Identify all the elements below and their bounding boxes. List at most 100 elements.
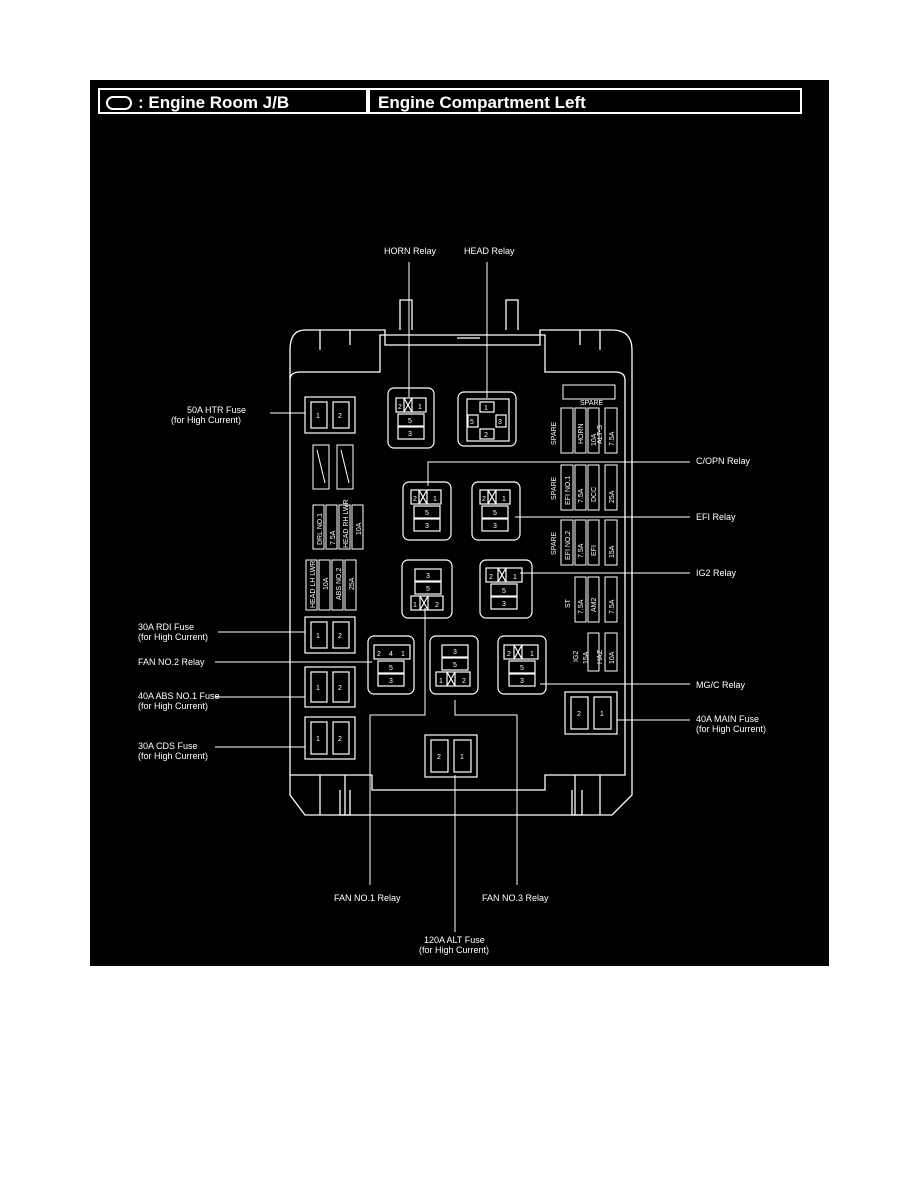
pin-label: 1 [513,574,517,581]
fuse-label-am2: AM2 [591,598,598,613]
pin-label: 2 [435,602,439,609]
label-abs1-note: (for High Current) [138,701,208,711]
label-alt-fuse: 120A ALT Fuse [424,935,485,945]
rdi-fuse [304,616,356,654]
pin-label: 1 [502,496,506,503]
pin-label: 1 [530,651,534,658]
label-rdi-note: (for High Current) [138,632,208,642]
label-alt-note: (for High Current) [419,945,489,955]
label-htr-fuse: 50A HTR Fuse [187,405,246,415]
small-fuse-slot [312,444,330,490]
label-copn-relay: C/OPN Relay [696,456,751,466]
abs2-fuse-slot [331,559,344,611]
fan2-relay [367,635,415,695]
pin-label: 1 [418,404,422,411]
pin-label: 1 [413,602,417,609]
pin-label: 1 [316,633,320,640]
fuse-label-10a: 10A [609,651,616,664]
label-ig2-relay: IG2 Relay [696,568,737,578]
horn-relay [387,387,435,449]
fuse-label-alt-s: ALT-S [597,425,604,444]
pin-label: 1 [401,651,405,658]
pin-label: 5 [426,586,430,593]
label-htr-note: (for High Current) [171,415,241,425]
pin-label: 2 [507,651,511,658]
pin-label: 3 [520,678,524,685]
head-lh-fuse-slot [318,559,331,611]
pin-label: 3 [426,573,430,580]
fuse-label-efi2: EFI NO.2 [565,531,572,560]
fuse-label-ig2: IG2 [573,651,580,662]
fuse-label-haz: HAZ [597,649,604,664]
abs2-fuse-slot [344,559,357,611]
pin-label: 1 [316,685,320,692]
fuse-label-head-rh: HEAD RH LWR [343,500,350,548]
fuse-label-15a: 15A [583,651,590,664]
pin-label: 1 [484,405,488,412]
pin-label: 1 [460,754,464,761]
fuse-label-spare: SPARE [580,400,604,407]
head-rh-fuse-slot [351,504,364,550]
pin-label: 5 [408,418,412,425]
top-tab [399,299,413,330]
abs1-fuse [304,666,356,708]
fuse-label-efi: EFI [591,545,598,556]
pin-label: 2 [489,574,493,581]
fan3-relay [429,635,479,695]
pin-label: 2 [338,633,342,640]
label-fan1-relay: FAN NO.1 Relay [334,893,401,903]
fuse-label-25a: 25A [349,577,356,590]
pin-label: 1 [433,496,437,503]
fuse-label-75a: 7.5A [578,488,585,503]
pin-label: 3 [498,419,502,426]
small-fuse-slot [336,444,354,490]
efi-relay [471,481,521,541]
pin-label: 2 [482,496,486,503]
housing-ribs [319,330,601,350]
pin-label: 3 [425,523,429,530]
spare-fuse-slot [562,384,616,400]
fuse-label-75a: 7.5A [330,530,337,545]
pin-label: 1 [439,678,443,685]
fuse-label-spare: SPARE [551,476,558,500]
pin-label: 2 [398,404,402,411]
header-left: : Engine Room J/B [98,88,368,114]
fuse-label-75a: 7.5A [609,599,616,614]
fuse-label-horn: HORN [578,423,585,444]
fuse-label-10a: 10A [591,433,598,446]
copn-relay [402,481,452,541]
bottom-feet [339,790,583,816]
label-cds-fuse: 30A CDS Fuse [138,741,198,751]
label-head-relay: HEAD Relay [464,246,515,256]
ig2-relay [479,559,533,619]
fuse-label-spare: SPARE [551,531,558,555]
pin-label: 3 [493,523,497,530]
housing-inner [289,334,626,791]
label-fan3-relay: FAN NO.3 Relay [482,893,549,903]
label-horn-relay: HORN Relay [384,246,437,256]
pin-label: 2 [338,736,342,743]
head-lh-fuse-slot [305,559,318,611]
pin-label: 3 [408,431,412,438]
top-tab [505,299,519,330]
pin-label: 5 [453,662,457,669]
fuse-label-spare: SPARE [551,421,558,445]
pin-label: 2 [437,754,441,761]
housing-outline [289,329,633,816]
label-fan2-relay: FAN NO.2 Relay [138,657,205,667]
pin-label: 1 [316,413,320,420]
diagram-panel: : Engine Room J/B Engine Compartment Lef… [90,80,829,966]
fuse-label-75a: 7.5A [578,543,585,558]
pin-label: 5 [425,510,429,517]
fuse-label-25a: 25A [609,490,616,503]
fuse-label-abs2: ABS NO.2 [336,568,343,600]
leader-copn [427,461,690,486]
pin-label: 2 [577,711,581,718]
fan1-relay [401,559,453,619]
label-cds-note: (for High Current) [138,751,208,761]
fuse-label-st: ST [565,598,572,608]
fuse-label-drl: DRL NO.1 [317,513,324,545]
pin-label: 2 [377,651,381,658]
leader-fan3 [454,700,518,885]
fuse-label-efi1: EFI NO.1 [565,476,572,505]
